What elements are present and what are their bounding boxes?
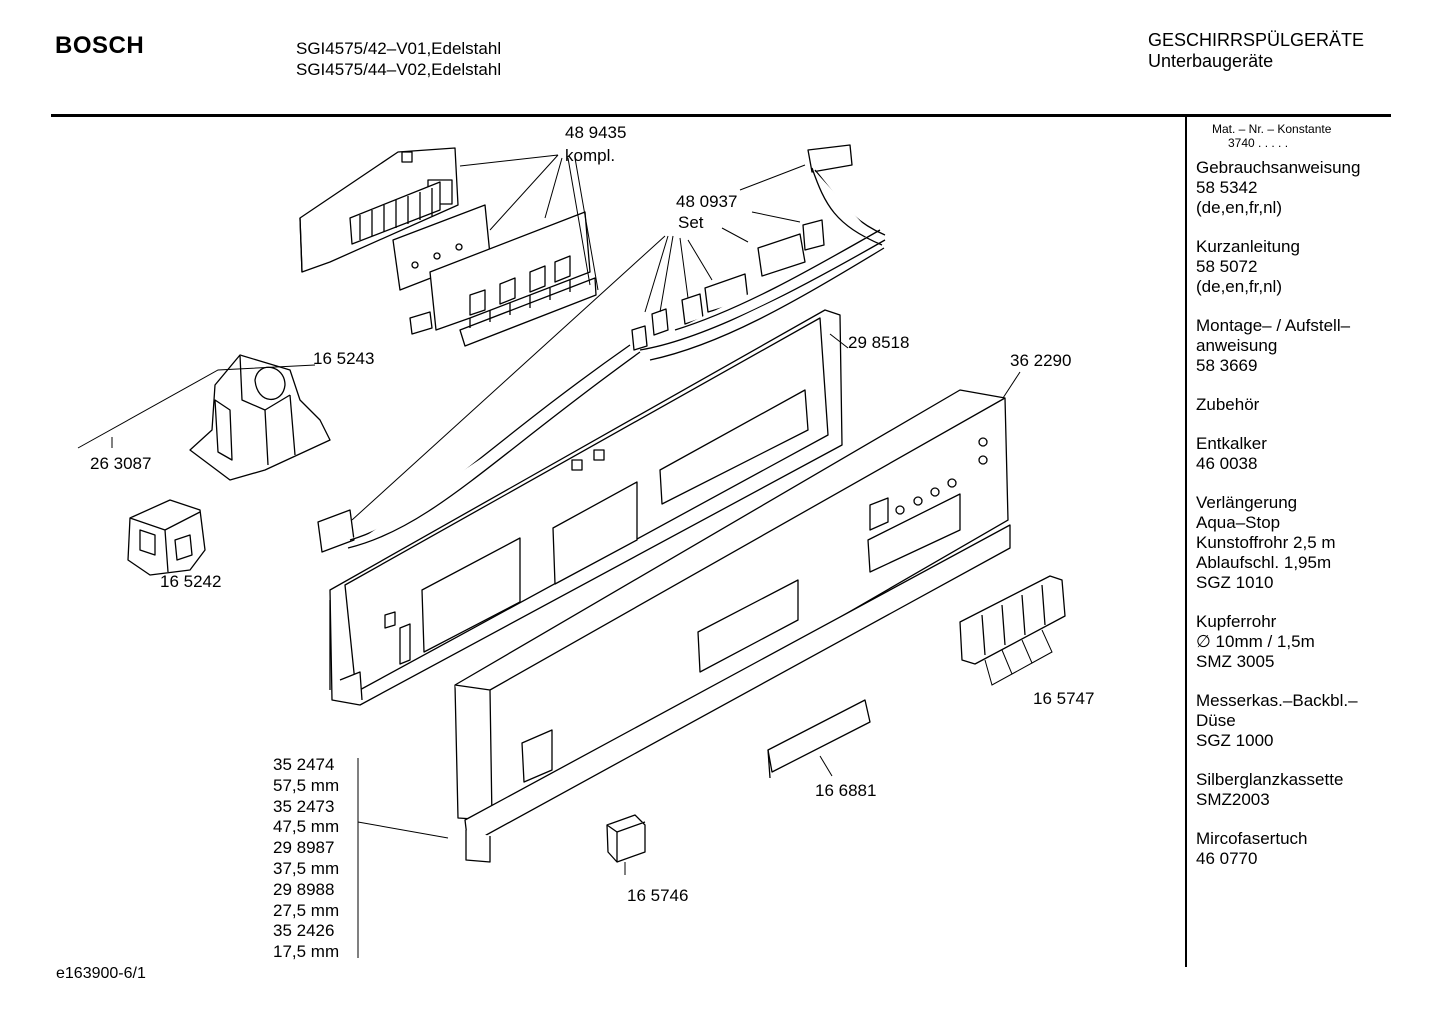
label-165747: 16 5747	[1033, 689, 1095, 708]
size-item: 37,5 mm	[273, 858, 340, 878]
label-480937-note: Set	[678, 213, 704, 232]
sidebar-entry-line: 46 0770	[1196, 849, 1258, 868]
size-item: 29 8988	[273, 879, 335, 899]
category-title: GESCHIRRSPÜLGERÄTE	[1148, 30, 1365, 50]
sidebar-entry-line: 58 5342	[1196, 178, 1258, 197]
label-298518: 29 8518	[848, 333, 910, 352]
diagram-code: e163900-6/1	[56, 965, 146, 982]
sidebar-entry-line: SGZ 1000	[1196, 731, 1274, 750]
label-480937: 48 0937	[676, 192, 738, 211]
sidebar-entry-line: Montage– / Aufstell–	[1196, 316, 1351, 335]
model-list: SGI4575/42–V01,Edelstahl SGI4575/44–V02,…	[296, 38, 501, 80]
accessory-sidebar: Mat. – Nr. – Konstante 3740 . . . . . Ge…	[1196, 122, 1391, 888]
label-362290: 36 2290	[1010, 351, 1072, 370]
konstante-label: Mat. – Nr. – Konstante	[1212, 122, 1332, 136]
brand-logo: BOSCH	[55, 32, 145, 59]
model-line: SGI4575/42–V01,Edelstahl	[296, 39, 502, 58]
size-variant-list: 35 2474 57,5 mm 35 2473 47,5 mm 29 8987 …	[273, 755, 339, 963]
label-263087: 26 3087	[90, 454, 152, 473]
size-item: 35 2474	[273, 755, 335, 774]
label-489435-note: kompl.	[565, 146, 616, 165]
sidebar-entry-line: 46 0038	[1196, 454, 1258, 473]
switch-module-part	[127, 499, 206, 576]
sidebar-entry: Zubehör	[1196, 395, 1391, 415]
sidebar-entry-line: Zubehör	[1196, 395, 1260, 414]
size-item: 35 2473	[273, 796, 335, 816]
sidebar-entry-line: Messerkas.–Backbl.–	[1196, 691, 1358, 710]
clip-part	[606, 814, 646, 863]
label-165242: 16 5242	[160, 572, 222, 591]
konstante-value: 3740 . . . . .	[1228, 136, 1289, 150]
sidebar-entry-line: anweisung	[1196, 336, 1278, 355]
exploded-parts-diagram	[77, 144, 1066, 958]
size-item: 57,5 mm	[273, 775, 340, 795]
sidebar-entry-line: (de,en,fr,nl)	[1196, 277, 1282, 296]
model-line: SGI4575/44–V02,Edelstahl	[296, 60, 502, 79]
sidebar-entry-line: 58 3669	[1196, 356, 1258, 375]
label-489435: 48 9435	[565, 123, 627, 142]
sidebar-entry-line: Kurzanleitung	[1196, 237, 1300, 256]
sidebar-entry-line: Verlängerung	[1196, 493, 1298, 512]
button-block-part	[959, 575, 1066, 665]
control-frame-part	[329, 309, 843, 706]
sidebar-entry-line: 58 5072	[1196, 257, 1258, 276]
sidebar-entry-line: Entkalker	[1196, 434, 1267, 453]
sidebar-entry-line: Mircofasertuch	[1196, 829, 1308, 848]
size-item: 29 8987	[273, 838, 335, 858]
category-heading: GESCHIRRSPÜLGERÄTE Unterbaugeräte	[1148, 30, 1364, 72]
sidebar-entry-line: Aqua–Stop	[1196, 513, 1281, 532]
housing-part	[189, 354, 331, 481]
sidebar-entry-line: Silberglanzkassette	[1196, 770, 1344, 789]
size-item: 27,5 mm	[273, 900, 340, 920]
sidebar-entry-line: Gebrauchsanweisung	[1196, 158, 1361, 177]
sidebar-entry-line: Ablaufschl. 1,95m	[1196, 553, 1332, 572]
front-panel-part	[454, 389, 1011, 863]
sidebar-entry-line: Kunstoffrohr 2,5 m	[1196, 533, 1336, 552]
sidebar-entry-line: (de,en,fr,nl)	[1196, 198, 1282, 217]
size-item: 17,5 mm	[273, 942, 340, 962]
leader-lines	[77, 154, 1053, 958]
label-165746: 16 5746	[627, 886, 689, 905]
control-module-part	[299, 147, 597, 347]
sidebar-divider	[1185, 117, 1187, 967]
sidebar-entry-line: SGZ 1010	[1196, 573, 1274, 592]
sidebar-entry-line: SMZ2003	[1196, 790, 1270, 809]
sidebar-entry-line: Kupferrohr	[1196, 612, 1277, 631]
header-divider	[51, 114, 1391, 117]
label-166881: 16 6881	[815, 781, 877, 800]
size-item: 47,5 mm	[273, 817, 340, 837]
label-165243: 16 5243	[313, 349, 375, 368]
category-subtitle: Unterbaugeräte	[1148, 51, 1274, 71]
size-item: 35 2426	[273, 921, 335, 941]
trim-strip-part	[767, 699, 871, 779]
sidebar-entry-line: SMZ 3005	[1196, 652, 1275, 671]
cable-set-part	[317, 144, 886, 553]
sidebar-entry-line: ∅ 10mm / 1,5m	[1196, 632, 1315, 651]
sidebar-entry-line: Düse	[1196, 711, 1236, 730]
